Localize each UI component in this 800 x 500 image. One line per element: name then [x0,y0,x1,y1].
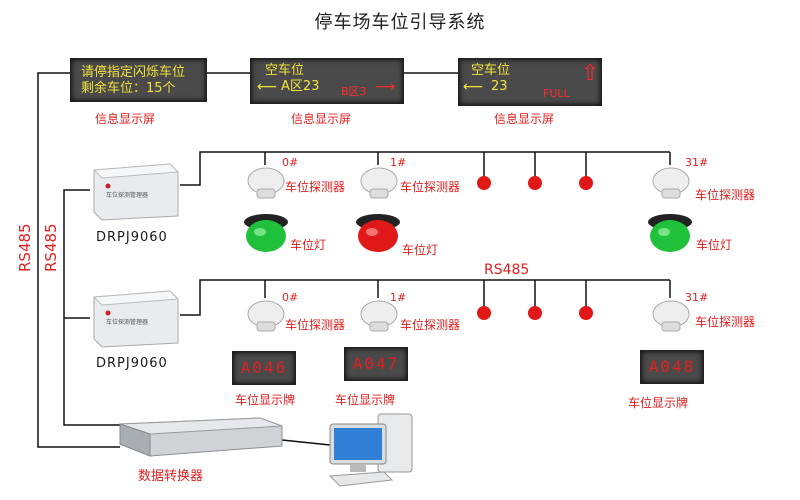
screen1-line1: 请停指定闪烁车位 [81,65,186,80]
green-light-icon [244,214,288,252]
arrow-right-icon: ⟶ [375,79,396,95]
screen1-label: 信息显示屏 [95,112,156,126]
screen2-line1: 空车位 [265,63,305,78]
converter-label: 数据转换器 [138,469,204,484]
detector-icon [247,300,285,332]
screen3-label: 信息显示屏 [494,112,555,126]
arrow-left-icon: ⟵ [257,79,278,95]
row2-num-31: 31# [685,291,709,304]
arrow-up-icon: ⇧ [581,61,600,86]
bus-node-dot [477,306,491,320]
info-screen-3: 空车位 ⟵ 23 FULL ⇧ [458,58,602,106]
row1-num-1: 1# [390,156,407,169]
row2-num-1: 1# [390,291,407,304]
screen2-line2: A区23 [281,79,320,94]
screen2-label: 信息显示屏 [291,112,352,126]
row1-num-0: 0# [282,156,299,169]
info-screen-1: 请停指定闪烁车位 剩余车位：15个 [70,58,207,102]
data-converter-device [119,417,283,457]
row1-detector-label-1: 车位探测器 [400,180,461,194]
diagram-title: 停车场车位引导系统 [314,12,486,33]
row2-bus [180,279,670,316]
detector-icon [652,300,690,332]
arrow-left-icon: ⟵ [463,79,484,95]
green-light-icon [648,214,692,252]
controller1-name: DRPJ9060 [96,230,168,245]
red-light-icon [356,214,400,252]
row2-num-0: 0# [282,291,299,304]
screen2-right: B区3 [341,85,367,98]
outer-bus-line [37,72,120,448]
info-screen-2: 空车位 ⟵ A区23 B区3 ⟶ [250,58,404,104]
controller-box-1: 车位探测管理器 [90,160,180,222]
row1-light-label-0: 车位灯 [290,238,327,252]
bus-node-dot [528,306,542,320]
controller2-plate: 车位探测管理器 [106,319,149,326]
row2-detector-label-0: 车位探测器 [285,318,346,332]
controller2-name: DRPJ9060 [96,356,168,371]
inner-bus-line [63,189,120,426]
row2-detector-label-31: 车位探测器 [695,315,756,329]
parking-board-31: A048 [640,350,704,384]
screen3-line2: 23 [491,79,508,94]
row1-num-31: 31# [685,156,709,169]
bus-node-dot [579,176,593,190]
detector-icon [652,167,690,199]
rs485-outer-label: RS485 [16,223,34,272]
board-label-1: 车位显示牌 [335,393,396,407]
detector-icon [247,167,285,199]
controller-box-2: 车位探测管理器 [90,287,180,349]
row1-light-label-31: 车位灯 [696,238,733,252]
computer-icon [328,413,413,487]
screen3-line1: 空车位 [471,63,511,78]
bus-node-dot [477,176,491,190]
detector-icon [360,167,398,199]
rs485-inner-label: RS485 [42,223,60,272]
bus-node-dot [579,306,593,320]
screen1-line2: 剩余车位：15个 [81,81,176,96]
row1-light-label-1: 车位灯 [402,243,439,257]
row2-detector-label-1: 车位探测器 [400,318,461,332]
controller1-plate: 车位探测管理器 [106,192,149,199]
screen3-right: FULL [543,87,570,100]
row1-detector-label-31: 车位探测器 [695,188,756,202]
row1-bus [180,151,670,186]
board-label-0: 车位显示牌 [235,393,296,407]
detector-icon [360,300,398,332]
bus-node-dot [528,176,542,190]
row1-detector-label-0: 车位探测器 [285,180,346,194]
board-label-31: 车位显示牌 [628,396,689,410]
rs485-row-label: RS485 [484,262,530,278]
parking-board-1: A047 [344,347,408,381]
parking-board-0: A046 [232,351,296,385]
